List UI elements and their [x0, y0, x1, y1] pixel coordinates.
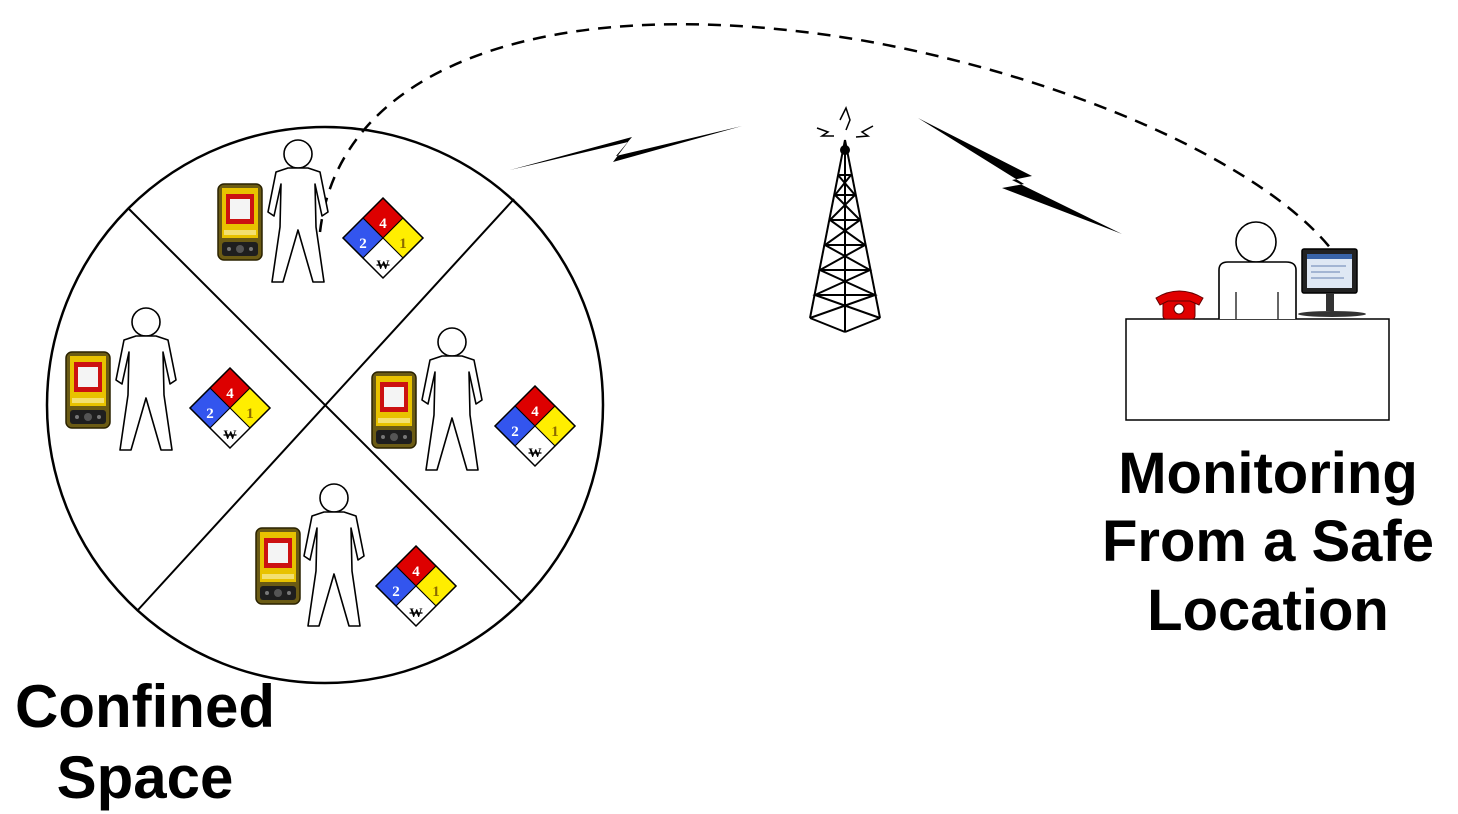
special-hazard: W	[224, 427, 237, 442]
confined-space-label-line2: Space	[56, 743, 234, 811]
monitoring-label: Monitoring From a Safe Location	[1078, 440, 1458, 645]
instability-rating: 1	[432, 584, 440, 600]
special-hazard: W	[377, 257, 390, 272]
worker-group-bottom: 4 2 1 W	[255, 483, 457, 627]
confined-space-label-line1: Confined	[15, 673, 275, 740]
flammability-rating: 4	[226, 386, 234, 402]
confined-space-area	[45, 125, 605, 685]
worker-group-top: 4 2 1 W	[217, 139, 424, 283]
operator-person-icon	[1218, 221, 1297, 319]
monitoring-label-line2: From a Safe	[1102, 509, 1434, 575]
health-rating: 2	[392, 584, 400, 600]
monitoring-station	[1125, 221, 1390, 421]
pda-device-icon	[65, 351, 111, 429]
monitoring-label-line3: Location	[1147, 577, 1389, 643]
telephone-icon	[1155, 290, 1204, 320]
pda-device-icon	[371, 371, 417, 449]
flammability-rating: 4	[531, 404, 539, 420]
computer-monitor-icon	[1298, 248, 1366, 317]
confined-space-label: Confined Space	[0, 672, 290, 814]
health-rating: 2	[359, 236, 367, 252]
pda-device-icon	[217, 183, 263, 261]
instability-rating: 1	[551, 424, 559, 440]
flammability-rating: 4	[412, 564, 420, 580]
worker-group-left: 4 2 1 W	[65, 307, 271, 451]
flammability-rating: 4	[379, 216, 387, 232]
worker-group-right: 4 2 1 W	[371, 327, 576, 471]
desk	[1125, 318, 1390, 421]
dashed-link-line	[318, 22, 1333, 251]
instability-rating: 1	[246, 406, 254, 422]
pda-device-icon	[255, 527, 301, 605]
monitoring-label-line1: Monitoring	[1118, 441, 1418, 506]
special-hazard: W	[410, 605, 423, 620]
instability-rating: 1	[399, 236, 407, 252]
health-rating: 2	[511, 424, 519, 440]
lightning-bolt-icon	[918, 118, 1122, 234]
radio-tower-icon	[809, 106, 881, 333]
special-hazard: W	[529, 445, 542, 460]
health-rating: 2	[206, 406, 214, 422]
lightning-bolt-icon	[510, 126, 742, 170]
